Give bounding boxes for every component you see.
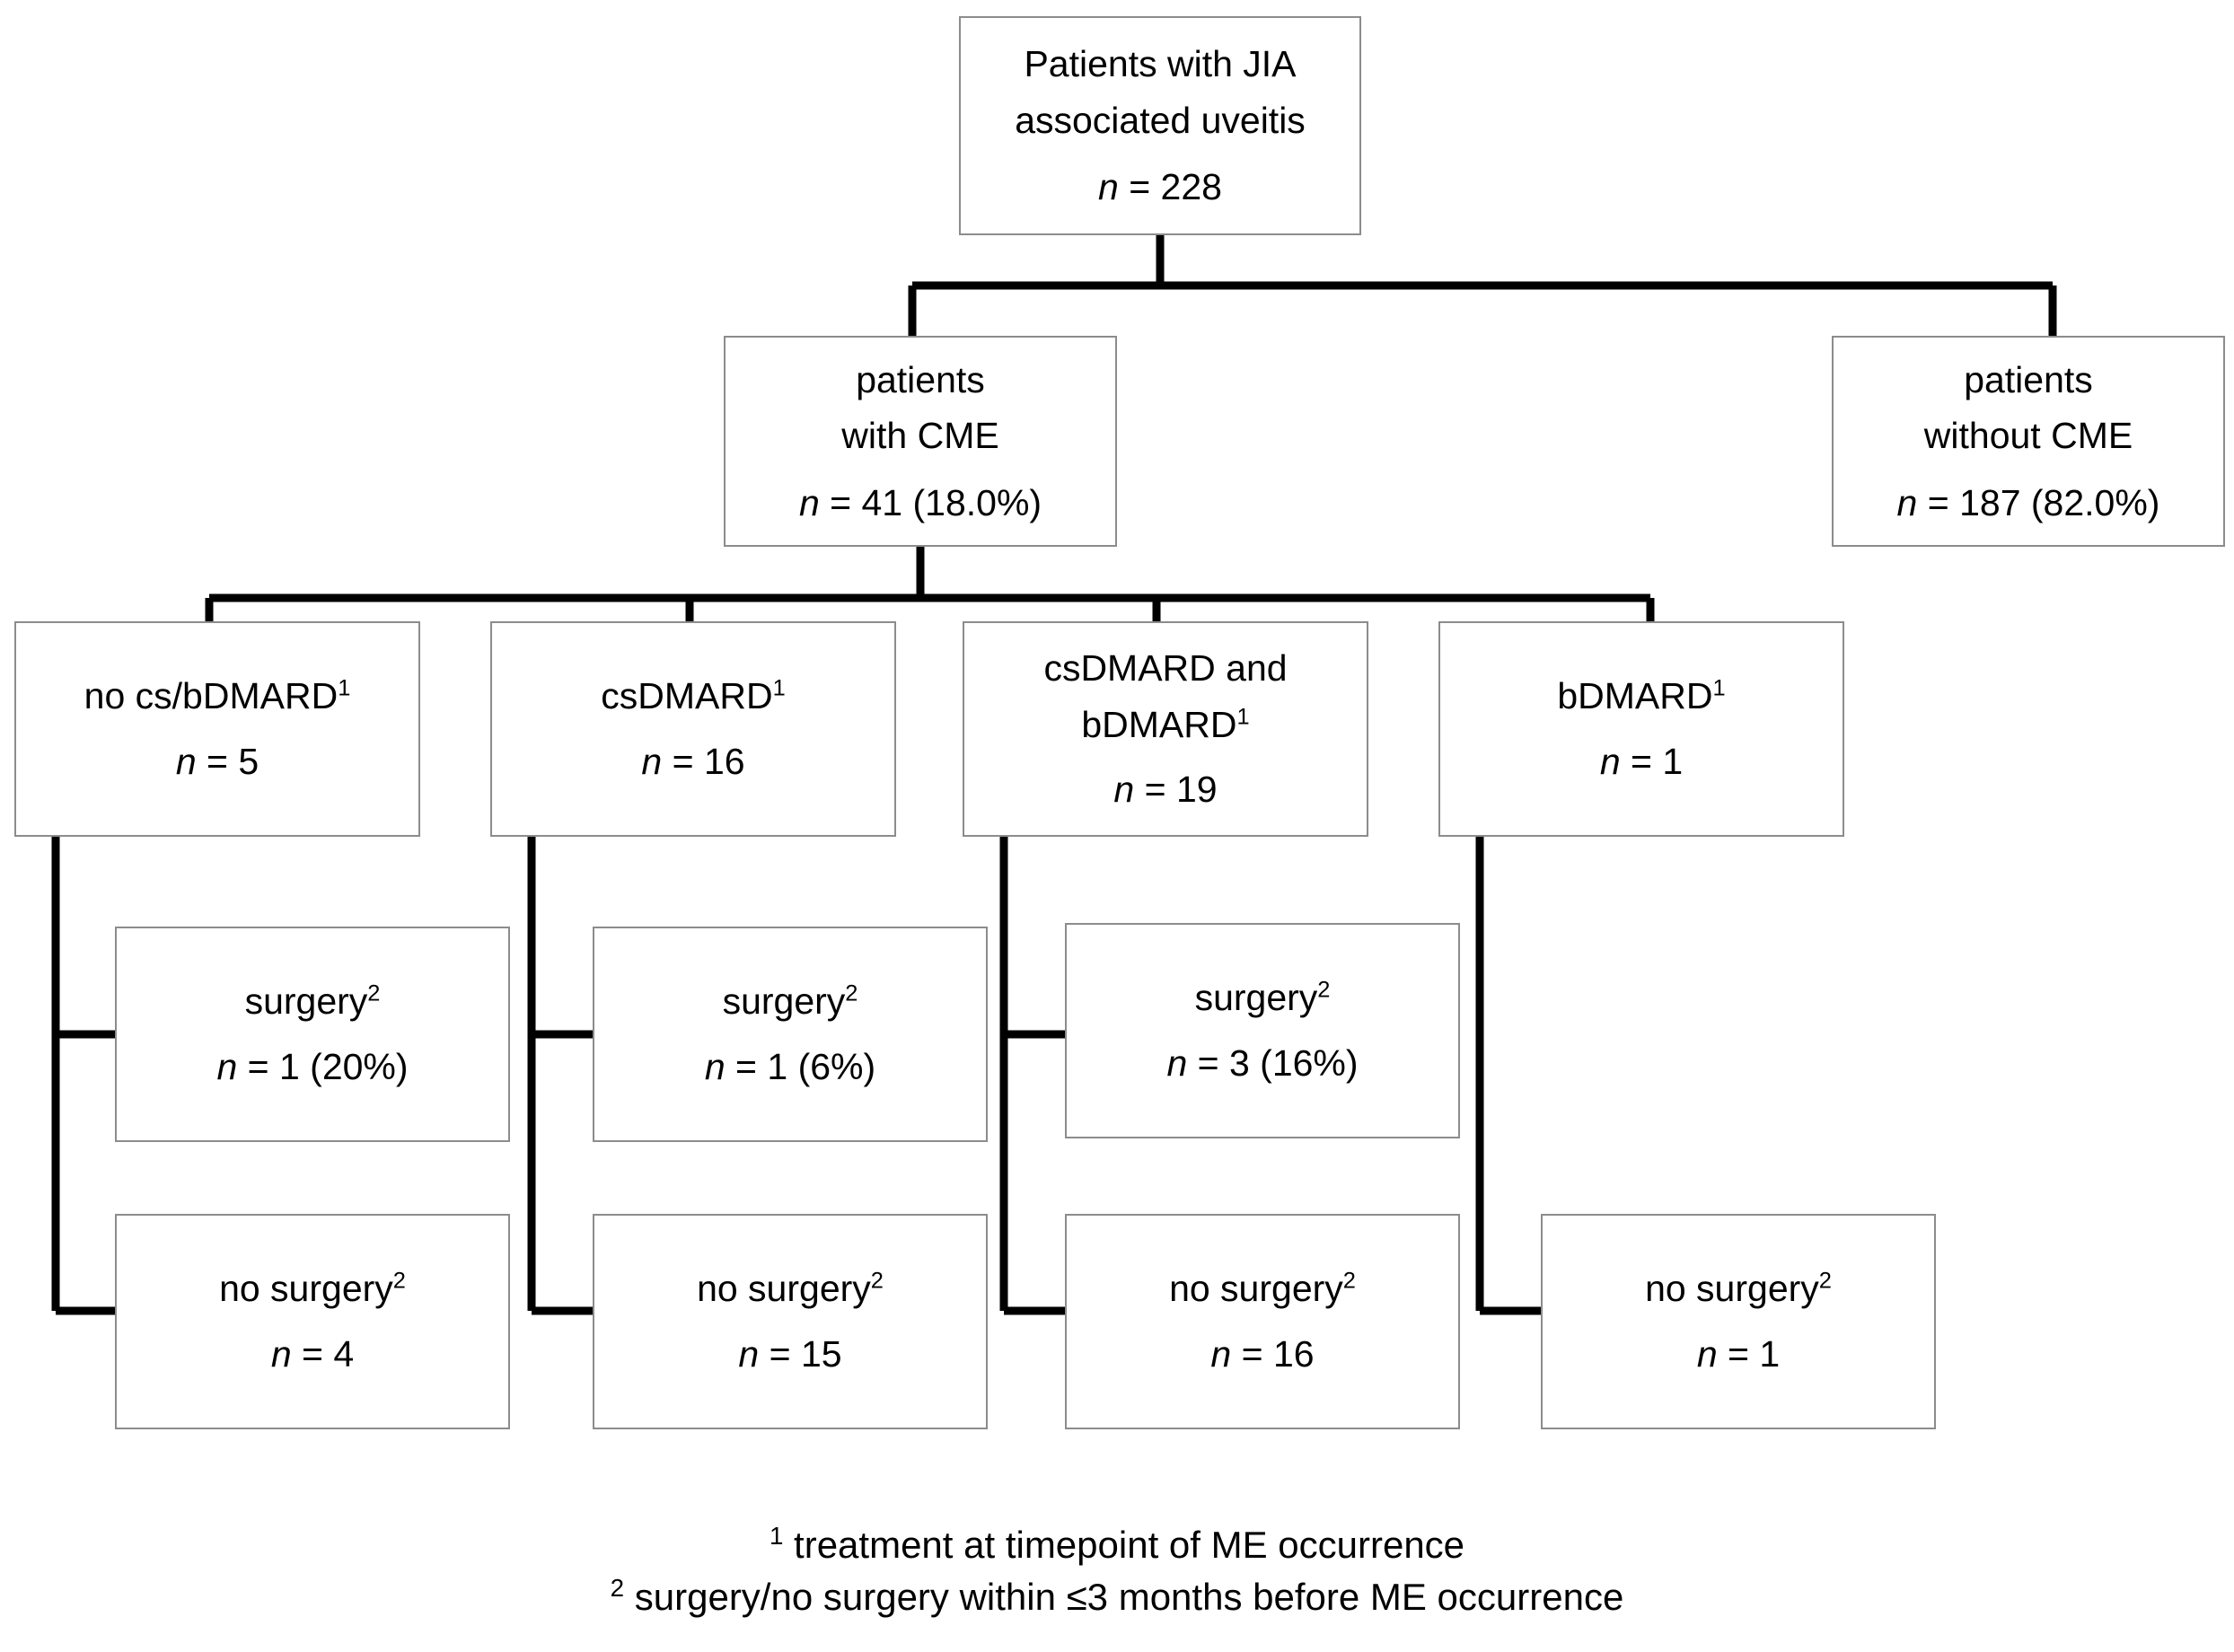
footnote-marker-1: 1: [1236, 703, 1250, 729]
surgery-0-label: surgery2: [244, 980, 381, 1023]
footnote-marker-1: 1: [1712, 675, 1726, 701]
n-italic: n: [270, 1333, 292, 1375]
surgery-1-count: n = 1 (6%): [705, 1039, 875, 1094]
no-surgery-0-label: no surgery2: [219, 1268, 406, 1310]
node-with-cme-count: n = 41 (18.0%): [799, 475, 1042, 531]
node-surgery-2: surgery2 n = 3 (16%): [1065, 923, 1460, 1138]
footnote-1: 1 treatment at timepoint of ME occurrenc…: [0, 1519, 2234, 1571]
treatment-0-line1: no cs/bDMARD1: [84, 675, 351, 717]
n-italic: n: [641, 741, 663, 783]
footnote-marker-1: 1: [772, 675, 786, 701]
n-italic: n: [704, 1046, 726, 1088]
n-value: = 1: [1717, 1333, 1781, 1375]
surgery-0-count: n = 1 (20%): [216, 1039, 408, 1094]
footnote-marker-2: 2: [1317, 977, 1331, 1003]
no-surgery-1-label: no surgery2: [697, 1268, 884, 1310]
treatment-2-line1: csDMARD and: [1043, 647, 1288, 690]
n-italic: n: [1696, 1333, 1718, 1375]
n-value: = 41 (18.0%): [819, 481, 1042, 523]
treatment-3-line1: bDMARD1: [1557, 675, 1726, 717]
node-with-cme-line1: patients: [856, 358, 985, 400]
node-without-cme-line2: without CME: [1923, 415, 2133, 457]
n-value: = 16: [1231, 1333, 1315, 1375]
n-italic: n: [1098, 166, 1119, 208]
footnote-marker-2: 2: [845, 980, 858, 1006]
node-no-surgery-0: no surgery2 n = 4: [115, 1214, 510, 1429]
n-value: = 187 (82.0%): [1917, 481, 2160, 523]
surgery-1-label: surgery2: [722, 980, 858, 1023]
footnote-marker-2: 2: [870, 1268, 884, 1294]
footnote-marker-2: 2: [367, 980, 381, 1006]
treatment-3-count: n = 1: [1600, 734, 1683, 789]
no-surgery-0-count: n = 4: [271, 1326, 354, 1382]
n-value: = 15: [759, 1333, 842, 1375]
n-italic: n: [798, 481, 820, 523]
footnote-1-marker: 1: [769, 1522, 784, 1550]
node-root: Patients with JIA associated uveitis n =…: [959, 16, 1361, 235]
no-surgery-1-count: n = 15: [738, 1326, 841, 1382]
surgery-2-label: surgery2: [1194, 977, 1331, 1019]
node-treatment-csdmard: csDMARD1 n = 16: [490, 621, 896, 837]
n-italic: n: [216, 1046, 238, 1088]
n-italic: n: [175, 741, 197, 783]
no-surgery-2-count: n = 16: [1210, 1326, 1314, 1382]
node-surgery-1: surgery2 n = 1 (6%): [593, 927, 988, 1142]
node-root-line2: associated uveitis: [1015, 99, 1306, 141]
footnote-2: 2 surgery/no surgery within ≤3 months be…: [0, 1571, 2234, 1623]
footnote-2-marker: 2: [610, 1573, 625, 1602]
node-root-line1: Patients with JIA: [1024, 43, 1297, 85]
n-value: = 1 (6%): [725, 1046, 876, 1088]
n-italic: n: [1210, 1333, 1232, 1375]
node-treatment-no-csb-dmard: no cs/bDMARD1 n = 5: [14, 621, 420, 837]
node-without-cme-count: n = 187 (82.0%): [1897, 475, 2160, 531]
node-without-cme-line1: patients: [1964, 358, 2093, 400]
n-italic: n: [1896, 481, 1918, 523]
treatment-1-line1: csDMARD1: [601, 675, 786, 717]
n-value: = 1 (20%): [237, 1046, 409, 1088]
n-value: = 5: [196, 741, 259, 783]
n-value: = 16: [662, 741, 745, 783]
node-no-surgery-3: no surgery2 n = 1: [1541, 1214, 1936, 1429]
treatment-0-count: n = 5: [176, 734, 259, 789]
n-value: = 3 (16%): [1187, 1042, 1359, 1085]
node-treatment-bdmard: bDMARD1 n = 1: [1438, 621, 1844, 837]
n-italic: n: [1113, 769, 1135, 811]
n-value: = 4: [291, 1333, 355, 1375]
treatment-2-count: n = 19: [1113, 761, 1217, 817]
footnote-2-text: surgery/no surgery within ≤3 months befo…: [624, 1575, 1624, 1618]
node-no-surgery-1: no surgery2 n = 15: [593, 1214, 988, 1429]
no-surgery-3-label: no surgery2: [1645, 1268, 1832, 1310]
no-surgery-3-count: n = 1: [1697, 1326, 1780, 1382]
no-surgery-2-label: no surgery2: [1169, 1268, 1356, 1310]
n-italic: n: [1599, 741, 1621, 783]
treatment-1-count: n = 16: [641, 734, 744, 789]
node-without-cme: patients without CME n = 187 (82.0%): [1832, 336, 2225, 547]
node-with-cme-line2: with CME: [841, 415, 999, 457]
node-root-count: n = 228: [1098, 159, 1222, 215]
footnote-marker-2: 2: [1818, 1268, 1832, 1294]
footnote-marker-2: 2: [392, 1268, 406, 1294]
node-treatment-csdmard-and-bdmard: csDMARD and bDMARD1 n = 19: [963, 621, 1368, 837]
footnote-1-text: treatment at timepoint of ME occurrence: [783, 1524, 1465, 1566]
n-italic: n: [738, 1333, 760, 1375]
footnotes-block: 1 treatment at timepoint of ME occurrenc…: [0, 1519, 2234, 1623]
n-value: = 19: [1134, 769, 1218, 811]
footnote-marker-2: 2: [1342, 1268, 1356, 1294]
n-italic: n: [1166, 1042, 1188, 1085]
node-surgery-0: surgery2 n = 1 (20%): [115, 927, 510, 1142]
footnote-marker-1: 1: [338, 675, 351, 701]
node-with-cme: patients with CME n = 41 (18.0%): [724, 336, 1117, 547]
surgery-2-count: n = 3 (16%): [1166, 1035, 1358, 1091]
n-value: = 228: [1118, 166, 1222, 208]
node-no-surgery-2: no surgery2 n = 16: [1065, 1214, 1460, 1429]
n-value: = 1: [1620, 741, 1684, 783]
treatment-2-line2: bDMARD1: [1081, 703, 1250, 745]
